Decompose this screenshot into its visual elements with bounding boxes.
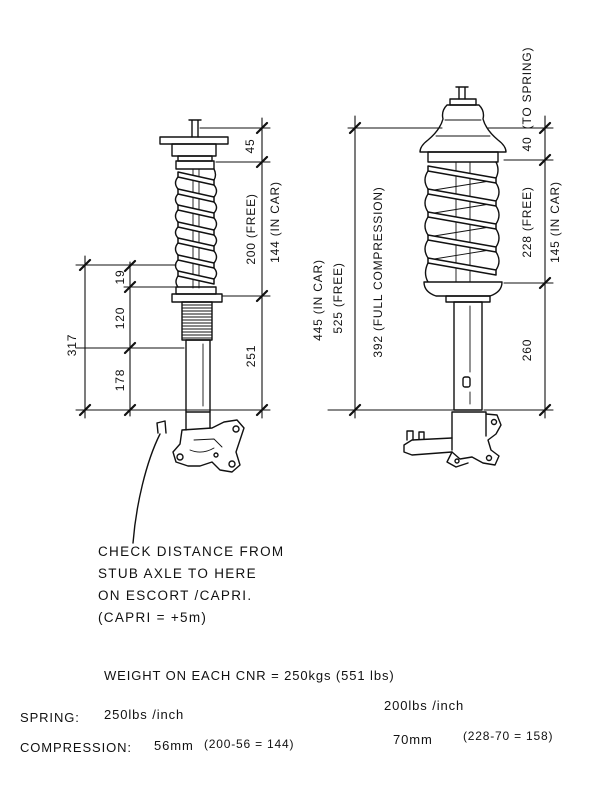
note-line: CHECK DISTANCE FROM xyxy=(98,544,284,559)
right-coil-turn xyxy=(427,234,497,253)
left-coil-turn xyxy=(177,221,215,236)
left-spring-rate: 250lbs /inch xyxy=(104,707,184,722)
right-hub-carrier xyxy=(446,413,502,468)
right-compression: 70mm xyxy=(393,732,433,747)
left-hub-carrier xyxy=(172,419,245,473)
left-compression: 56mm xyxy=(154,738,194,753)
right-upper-spring-seat xyxy=(427,151,499,163)
left-coil-turn xyxy=(177,237,215,252)
left-body-dim-label: 251 xyxy=(244,345,258,367)
left-coil-turn xyxy=(177,204,215,219)
right-mount-dim-label: 40 xyxy=(520,137,534,152)
right-coil-spring xyxy=(424,161,500,283)
right-strut-body xyxy=(453,301,483,411)
left-side-overall-label: 317 xyxy=(65,334,79,356)
left-strut-body xyxy=(185,339,211,413)
right-spring-rate: 200lbs /inch xyxy=(384,698,464,713)
left-hub-bolt-hole xyxy=(228,460,236,468)
left-coil-edges xyxy=(174,168,218,288)
right-steering-arm xyxy=(403,437,453,456)
note-line: STUB AXLE TO HERE xyxy=(98,566,257,581)
right-top-mount-dome xyxy=(419,104,507,153)
right-top-nut xyxy=(449,98,477,106)
left-dim-ticks xyxy=(78,121,269,417)
right-hub-bolt-hole xyxy=(485,454,493,462)
left-dimensions: 45 200 (FREE) 144 (IN CAR) 251 317 19 12… xyxy=(65,117,282,419)
right-body-dim-label: 260 xyxy=(520,339,534,361)
left-mount-dim-label: 45 xyxy=(243,139,257,154)
left-top-mount-block xyxy=(171,143,217,157)
right-strut xyxy=(403,86,507,468)
left-collar-gap-label: 19 xyxy=(113,270,127,285)
right-dome-ribs xyxy=(435,119,491,137)
right-body-slot xyxy=(462,376,471,388)
right-seat-flange xyxy=(445,295,491,303)
left-top-rod xyxy=(188,119,202,138)
overall-in-car-label: 445 (IN CAR) xyxy=(311,259,325,341)
center-extension-lines xyxy=(327,127,457,411)
left-extension-lines xyxy=(75,127,271,411)
right-dimensions: (TO SPRING) 40 228 (FREE) 145 (IN CAR) 2… xyxy=(483,47,562,419)
left-coil-turn xyxy=(177,254,215,269)
right-spring-in-car-label: 145 (IN CAR) xyxy=(548,181,562,263)
left-stub-tube xyxy=(185,411,211,431)
right-lower-spring-seat xyxy=(423,281,503,297)
left-lower-dim-label: 178 xyxy=(113,369,127,391)
right-extension-lines xyxy=(483,127,554,411)
left-hub-bolt-hole xyxy=(176,453,184,461)
right-coil-turn xyxy=(427,257,497,276)
left-spring-free-label: 200 (FREE) xyxy=(244,193,258,264)
full-compression-label: 392 (FULL COMPRESSION) xyxy=(371,186,385,357)
center-dim-ticks xyxy=(348,121,362,417)
spec-notes: WEIGHT ON EACH CNR = 250kgs (551 lbs) SP… xyxy=(20,668,553,755)
left-collar-threads xyxy=(181,304,213,339)
right-dim-ticks xyxy=(538,121,552,417)
left-bearing-plate xyxy=(177,155,213,162)
check-distance-note: CHECK DISTANCE FROM STUB AXLE TO HERE ON… xyxy=(98,433,284,625)
right-coil-turn xyxy=(427,165,497,184)
left-compression-calc: (200-56 = 144) xyxy=(204,737,294,751)
right-hub-bolt-hole xyxy=(490,418,498,426)
note-line: (CAPRI = +5m) xyxy=(98,610,207,625)
left-coil-turn xyxy=(177,171,215,186)
check-point-mark xyxy=(156,420,167,434)
corner-weight-text: WEIGHT ON EACH CNR = 250kgs (551 lbs) xyxy=(104,668,395,683)
left-coil-spring xyxy=(174,168,218,288)
right-coil-edges xyxy=(424,161,500,283)
left-spring-in-car-label: 144 (IN CAR) xyxy=(268,181,282,263)
left-hub-bolt-hole xyxy=(232,425,240,433)
note-leader-line xyxy=(132,433,161,544)
left-top-mount-plate xyxy=(159,136,229,145)
left-hub-detail xyxy=(189,438,223,453)
right-arm-tabs xyxy=(406,430,425,441)
right-spring-free-label: 228 (FREE) xyxy=(520,186,534,257)
left-upper-spring-seat xyxy=(175,160,215,170)
left-adjuster-plate xyxy=(171,293,223,303)
compression-label: COMPRESSION: xyxy=(20,740,132,755)
center-dimensions: 445 (IN CAR) 525 (FREE) 392 (FULL COMPRE… xyxy=(311,115,457,419)
note-line: ON ESCORT /CAPRI. xyxy=(98,588,252,603)
right-hub-bolt-hole xyxy=(454,458,460,464)
right-compression-calc: (228-70 = 158) xyxy=(463,729,553,743)
right-knuckle xyxy=(451,411,487,451)
left-collar-dim-label: 120 xyxy=(113,307,127,329)
right-top-stud xyxy=(455,86,469,100)
left-coil-turn xyxy=(177,188,215,203)
left-coil-turn xyxy=(177,270,215,285)
left-hub-bolt-hole xyxy=(213,452,219,458)
right-coil-back-strands xyxy=(427,179,497,261)
right-coil-turn xyxy=(427,188,497,207)
left-lower-spring-perch xyxy=(175,286,217,295)
overall-free-label: 525 (FREE) xyxy=(331,262,345,333)
spring-label: SPRING: xyxy=(20,710,80,725)
left-strut xyxy=(156,119,245,473)
right-coil-turn xyxy=(427,211,497,230)
right-top-note-label: (TO SPRING) xyxy=(520,47,534,130)
